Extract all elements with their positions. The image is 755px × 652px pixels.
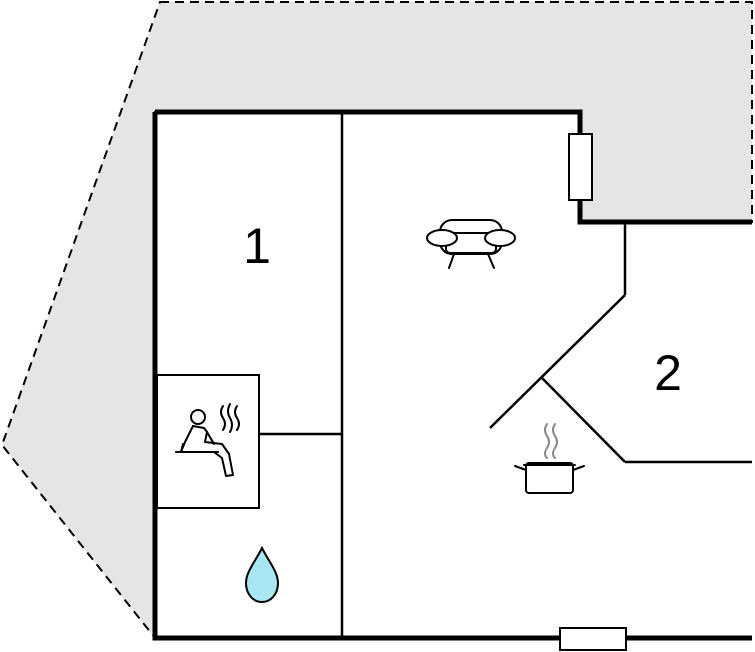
room-number-1: 1 xyxy=(243,218,271,274)
sauna-icon xyxy=(175,403,240,477)
window-top-right xyxy=(568,133,593,201)
building-interior xyxy=(155,112,752,638)
wall-room2-lower-diagonal xyxy=(541,377,626,463)
room-number-2: 2 xyxy=(654,345,682,401)
water-drop-icon xyxy=(244,545,280,604)
sofa-icon xyxy=(426,219,516,269)
wall-room2-diagonal xyxy=(489,294,626,429)
outdoor-terrace xyxy=(0,1,753,641)
window-bottom xyxy=(559,627,627,651)
outer-wall xyxy=(152,112,752,641)
interior-walls xyxy=(259,112,752,638)
cooking-pot-icon xyxy=(514,423,585,494)
